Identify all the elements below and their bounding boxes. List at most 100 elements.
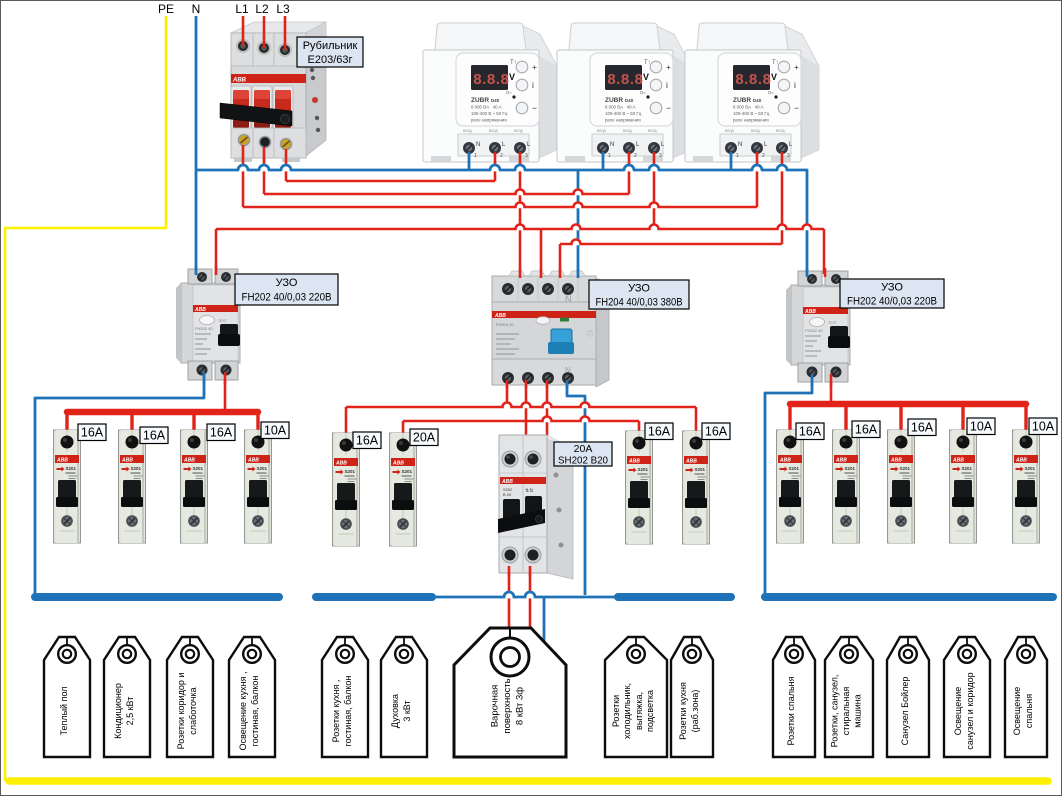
svg-text:10A: 10A [1032, 420, 1055, 434]
svg-text:ВХОД: ВХОД [597, 129, 606, 133]
svg-text:L: L [636, 142, 640, 148]
svg-text:ABB: ABB [247, 458, 259, 464]
svg-text:L: L [502, 142, 506, 148]
svg-text:S201: S201 [345, 469, 356, 474]
svg-text:2,5 кВт: 2,5 кВт [125, 697, 135, 726]
svg-text:20A: 20A [574, 443, 593, 455]
svg-text:ABB: ABB [501, 479, 513, 485]
svg-text:FH204 40: FH204 40 [496, 322, 514, 327]
svg-text:100-400 B ~ 50 Гц: 100-400 B ~ 50 Гц [605, 111, 642, 116]
svg-text:O=: O= [640, 90, 646, 95]
svg-text:V: V [771, 72, 777, 82]
svg-text:N: N [192, 2, 201, 16]
svg-text:ABB: ABB [779, 458, 791, 464]
svg-text:−: − [666, 103, 671, 113]
svg-text:16A: 16A [911, 421, 934, 435]
svg-text:Кондиционер: Кондиционер [113, 683, 123, 739]
svg-text:16A: 16A [705, 425, 728, 439]
svg-text:3: 3 [659, 153, 662, 159]
svg-text:S202: S202 [503, 487, 513, 492]
svg-text:Освещение: Освещение [953, 687, 963, 736]
svg-text:ABB: ABB [392, 461, 404, 467]
svg-text:ABB: ABB [952, 458, 964, 464]
svg-text:спальня: спальня [1024, 694, 1034, 728]
svg-text:N: N [610, 142, 614, 148]
svg-text:3: 3 [787, 153, 790, 159]
svg-text:S201: S201 [257, 466, 268, 471]
svg-text:Розетки кухня: Розетки кухня [678, 682, 688, 740]
svg-text:i: i [532, 80, 534, 90]
svg-text:O=: O= [506, 90, 512, 95]
svg-text:ВХОД: ВХОД [623, 129, 632, 133]
svg-text:ABB: ABB [194, 307, 206, 313]
svg-text:FH202 40/0,03 220В: FH202 40/0,03 220В [242, 292, 332, 304]
svg-text:реле напряжения: реле напряжения [605, 118, 641, 123]
svg-text:ABB: ABB [494, 313, 506, 319]
svg-text:16A: 16A [855, 423, 878, 437]
svg-text:ZUBR D40: ZUBR D40 [471, 97, 500, 104]
svg-text:Теплый пол: Теплый пол [59, 686, 69, 735]
svg-text:8 000 BA 40 A: 8 000 BA 40 A [605, 105, 636, 110]
svg-text:8 000 BA 40 A: 8 000 BA 40 A [471, 105, 502, 110]
svg-text:E203/63г: E203/63г [308, 54, 353, 66]
svg-text:2: 2 [634, 153, 637, 159]
svg-text:S201: S201 [638, 467, 649, 472]
svg-text:100-400 B ~ 50 Гц: 100-400 B ~ 50 Гц [733, 111, 770, 116]
svg-text:L2: L2 [255, 2, 269, 16]
svg-text:ABB: ABB [890, 458, 902, 464]
svg-text:УЗО: УЗО [628, 282, 650, 294]
svg-text:−: − [794, 103, 799, 113]
svg-text:Санузел Бойлер: Санузел Бойлер [900, 677, 910, 746]
svg-text:TEST: TEST [218, 319, 228, 323]
svg-text:N: N [565, 294, 572, 304]
svg-text:−: − [532, 103, 537, 113]
svg-text:ВХОД: ВХОД [514, 129, 523, 133]
svg-text:Духовка: Духовка [390, 694, 400, 728]
svg-text:FH202 40: FH202 40 [805, 328, 823, 333]
svg-text:TEST: TEST [828, 321, 838, 325]
svg-text:ABB: ABB [232, 78, 247, 84]
svg-text:ВХОД: ВХОД [776, 129, 785, 133]
svg-text:вытяжка,: вытяжка, [634, 692, 644, 730]
svg-text:ABB: ABB [56, 458, 68, 464]
svg-text:ABB: ABB [685, 459, 697, 465]
svg-text:L3: L3 [276, 2, 290, 16]
svg-text:реле напряжения: реле напряжения [471, 118, 507, 123]
svg-text:ABB: ABB [183, 458, 195, 464]
svg-text:Варочная: Варочная [490, 685, 501, 728]
svg-text:поверхность: поверхность [502, 678, 513, 733]
svg-text:ВХОД: ВХОД [725, 129, 734, 133]
svg-text:FH202 40: FH202 40 [195, 326, 213, 331]
svg-text:16A: 16A [356, 434, 379, 448]
svg-text:L1: L1 [235, 2, 249, 16]
svg-text:16A: 16A [210, 426, 233, 440]
svg-text:PE: PE [158, 2, 174, 16]
svg-text:холодильник,: холодильник, [622, 683, 632, 739]
svg-text:Розетки коридор и: Розетки коридор и [176, 673, 186, 750]
svg-text:ABB: ABB [121, 458, 133, 464]
svg-text:L: L [789, 142, 793, 148]
svg-text:S201: S201 [845, 466, 856, 471]
svg-text:O=: O= [768, 90, 774, 95]
svg-text:10A: 10A [264, 424, 287, 438]
svg-text:SH202 B20: SH202 B20 [558, 454, 608, 466]
svg-text:N: N [565, 366, 571, 375]
svg-text:i: i [794, 80, 796, 90]
svg-text:машина: машина [853, 694, 863, 727]
svg-text:санузел и коридор: санузел и коридор [965, 672, 975, 749]
svg-text:Освещение кухня ,: Освещение кухня , [238, 672, 248, 751]
svg-text:N: N [738, 142, 742, 148]
svg-text:реле напряжения: реле напряжения [733, 118, 769, 123]
svg-text:1: 1 [736, 153, 739, 159]
svg-text:8.8.8: 8.8.8 [735, 72, 771, 89]
svg-text:B 20: B 20 [503, 492, 512, 497]
svg-text:3: 3 [525, 153, 528, 159]
svg-text:FH204 40/0,03 380В: FH204 40/0,03 380В [596, 296, 683, 308]
svg-text:16A: 16A [648, 425, 671, 439]
svg-text:1: 1 [608, 153, 611, 159]
svg-text:гостиная, балкон: гостиная, балкон [343, 676, 353, 747]
svg-text:Розетки спальня: Розетки спальня [786, 676, 796, 745]
svg-text:гостиная, балкон: гостиная, балкон [250, 676, 260, 747]
svg-text:ABB: ABB [335, 461, 347, 467]
svg-text:⇅⇅: ⇅⇅ [525, 488, 533, 494]
